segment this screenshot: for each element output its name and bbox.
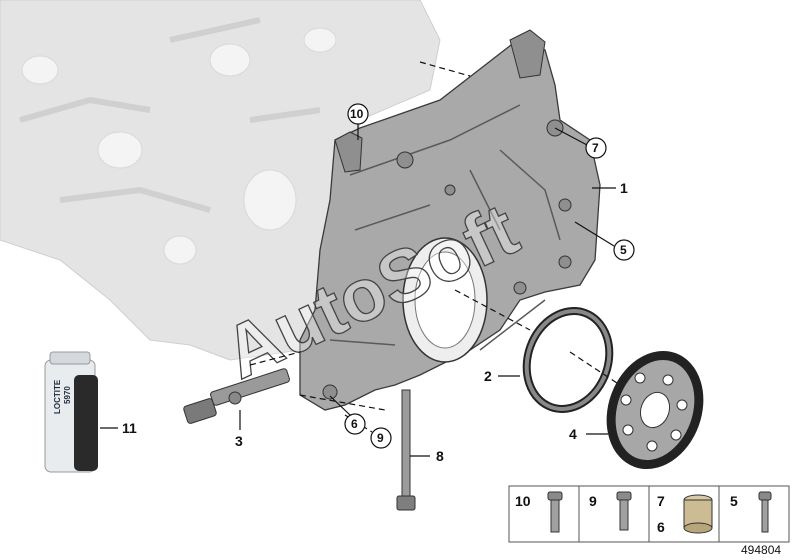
callout-6: 6 xyxy=(351,417,358,431)
tube-product-label: 5970 xyxy=(63,386,72,404)
callout-1: 1 xyxy=(620,180,628,196)
timing-cover-illustration xyxy=(299,29,601,411)
legend-number-5: 5 xyxy=(730,493,738,509)
diagram-reference-number: 494804 xyxy=(741,543,781,557)
callout-2: 2 xyxy=(484,368,492,384)
legend-sleeve-icon xyxy=(683,494,713,534)
callout-10-circle xyxy=(347,103,369,125)
callout-8: 8 xyxy=(436,448,444,464)
legend-number-9: 9 xyxy=(589,493,597,509)
callout-5-circle xyxy=(613,239,635,261)
sensor-illustration xyxy=(183,368,290,424)
long-bolt-illustration xyxy=(396,389,416,511)
callout-7-circle xyxy=(585,137,607,159)
callout-3: 3 xyxy=(235,433,243,449)
callout-5: 5 xyxy=(620,243,627,257)
sealant-tube-illustration: LOCTITE 5970 xyxy=(44,351,98,473)
callout-11: 11 xyxy=(122,420,137,436)
callout-9: 9 xyxy=(377,431,384,445)
legend-number-7: 7 xyxy=(657,493,665,509)
legend-number-6: 6 xyxy=(657,519,665,535)
sensor-wheel-illustration xyxy=(606,350,704,470)
callout-10: 10 xyxy=(350,107,364,121)
legend-bolt-10-icon xyxy=(547,491,563,533)
legend-number-10: 10 xyxy=(515,493,531,509)
callout-9-circle xyxy=(370,427,392,449)
radial-seal-illustration xyxy=(522,307,614,413)
fastener-legend: 10 9 7 6 5 xyxy=(508,485,790,543)
legend-bolt-5-icon xyxy=(758,491,772,533)
callout-7: 7 xyxy=(592,141,599,155)
legend-bolt-9-icon xyxy=(616,491,632,531)
tube-brand-label: LOCTITE xyxy=(53,379,62,414)
callout-4: 4 xyxy=(569,426,577,442)
engine-block-illustration xyxy=(0,0,441,361)
callout-6-circle xyxy=(344,413,366,435)
